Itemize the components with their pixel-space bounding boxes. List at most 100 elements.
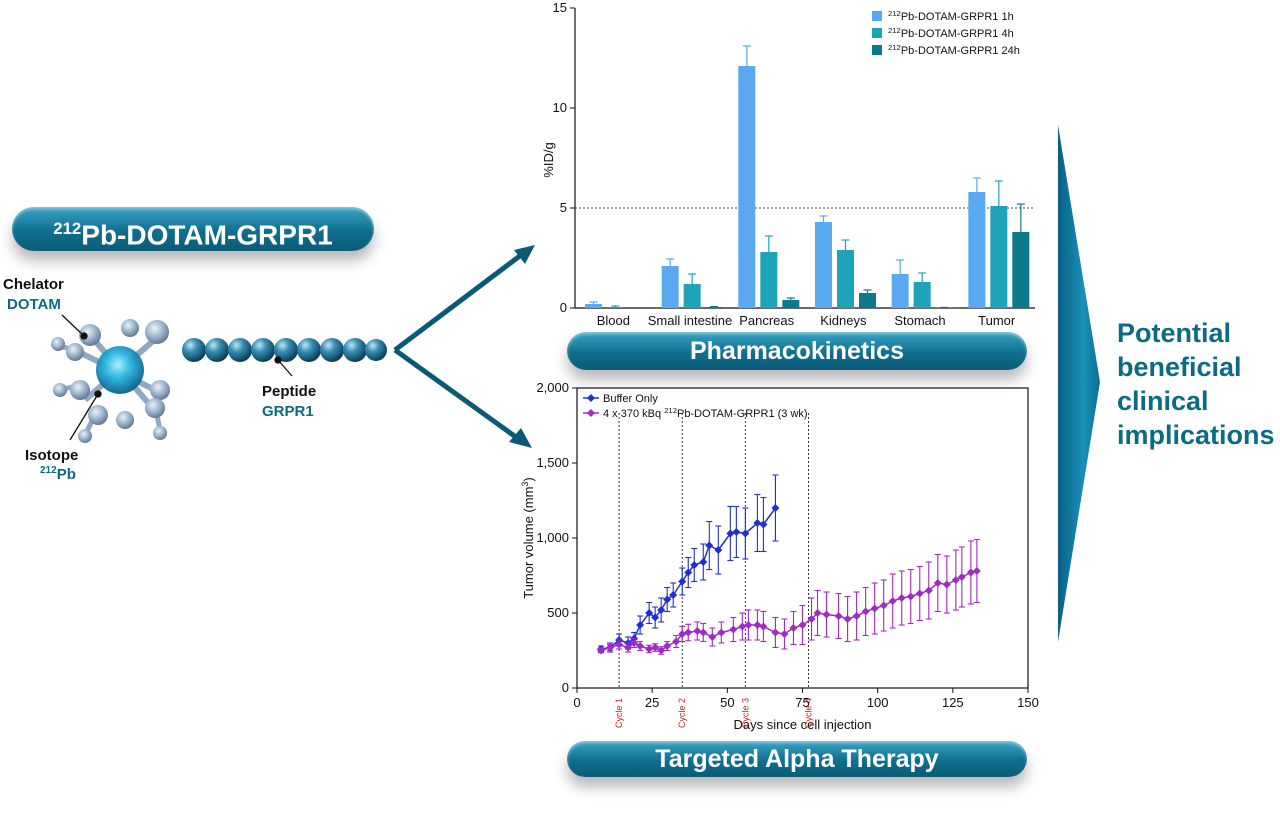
chelator-label: Chelator (3, 276, 64, 293)
data-point (708, 633, 717, 641)
data-point (813, 609, 822, 617)
bar (585, 304, 602, 308)
data-point (852, 612, 861, 620)
bar (913, 282, 931, 308)
data-point (897, 594, 906, 602)
legend-label: 212Pb-DOTAM-GRPR1 1h (888, 9, 1014, 24)
isotope-label: Isotope (25, 447, 79, 464)
series-line (600, 570, 978, 652)
data-point (636, 642, 645, 650)
y-tick-label: 500 (547, 605, 569, 620)
data-point (966, 568, 975, 577)
bar (705, 307, 723, 308)
data-point (915, 589, 924, 598)
y-tick-label: 0 (560, 300, 567, 315)
data-point (690, 561, 699, 569)
pk-pill: Pharmacokinetics (567, 332, 1027, 370)
implications-line-2: beneficial (1117, 352, 1242, 382)
data-point (678, 577, 687, 586)
data-point (669, 591, 678, 599)
peptide-name: GRPR1 (262, 403, 314, 420)
x-tick-label: 100 (867, 695, 889, 710)
data-point (615, 640, 624, 649)
bar (607, 307, 624, 308)
x-tick-label: Blood (597, 313, 630, 328)
data-point (798, 621, 807, 629)
x-tick-label: Small intestine (648, 313, 733, 328)
data-point (699, 558, 708, 566)
bar (683, 284, 701, 308)
legend-marker (587, 409, 595, 417)
x-tick-label: 0 (573, 695, 580, 710)
data-point (972, 567, 981, 575)
legend-label: 212Pb-DOTAM-GRPR1 24h (888, 43, 1020, 58)
data-point (726, 529, 735, 538)
data-point (951, 576, 960, 584)
x-axis-label: Days since cell injection (733, 717, 871, 732)
x-tick-label: 50 (720, 695, 734, 710)
data-point (663, 642, 672, 650)
implications-line-4: implications (1117, 420, 1275, 450)
data-point (645, 609, 654, 617)
implication-arrow (1058, 125, 1100, 642)
peptide-chain (182, 338, 387, 362)
data-point (684, 628, 693, 637)
chelator-name: DOTAM (7, 296, 61, 313)
cycle-label: Cycle 4 (804, 698, 814, 728)
legend-label: Buffer Only (603, 393, 658, 405)
y-tick-label: 15 (553, 0, 567, 15)
x-tick-label: Pancreas (739, 313, 794, 328)
x-tick-label: 25 (645, 695, 659, 710)
construct-title: Pb-DOTAM-GRPR1 (81, 219, 333, 251)
bar (990, 206, 1008, 308)
data-point (753, 621, 762, 629)
data-point (843, 615, 852, 623)
bar (891, 274, 909, 308)
legend-swatch (872, 28, 882, 38)
data-point (741, 529, 750, 538)
data-point (822, 610, 831, 619)
y-tick-label: 5 (560, 200, 567, 215)
y-tick-label: 2,000 (536, 380, 569, 395)
isotope-core (96, 346, 144, 394)
x-tick-label: 125 (942, 695, 964, 710)
legend-swatch (872, 11, 882, 21)
isotope-name: Pb (56, 466, 76, 483)
x-tick-label: Stomach (894, 313, 945, 328)
y-tick-label: 1,500 (536, 455, 569, 470)
x-tick-label: Tumor (978, 313, 1016, 328)
bar (738, 66, 756, 308)
data-point (699, 628, 708, 637)
data-point (771, 504, 780, 512)
y-tick-label: 10 (553, 100, 567, 115)
data-point (651, 643, 660, 652)
data-point (693, 627, 702, 635)
bar (859, 293, 876, 308)
data-point (717, 628, 726, 637)
data-point (597, 646, 606, 655)
bar (661, 266, 679, 308)
data-point (771, 628, 780, 637)
data-point (738, 622, 747, 631)
molecule-illustration (51, 314, 387, 443)
data-point (705, 541, 714, 550)
bar (782, 300, 800, 308)
implications-line-1: Potential (1117, 318, 1232, 348)
data-point (630, 639, 639, 647)
legend-label: 212Pb-DOTAM-GRPR1 4h (888, 26, 1014, 41)
data-point (645, 645, 654, 653)
construct-title-sup: 212 (53, 219, 82, 238)
data-point (606, 643, 615, 652)
legend-marker (587, 394, 595, 402)
data-point (744, 621, 753, 629)
y-tick-label: 1,000 (536, 530, 569, 545)
data-point (732, 528, 741, 536)
data-point (753, 519, 762, 527)
branch-arrows (393, 245, 535, 448)
therapy-pill: Targeted Alpha Therapy (567, 741, 1027, 777)
data-point (780, 630, 789, 638)
data-point (651, 613, 660, 622)
bar (1012, 232, 1030, 308)
